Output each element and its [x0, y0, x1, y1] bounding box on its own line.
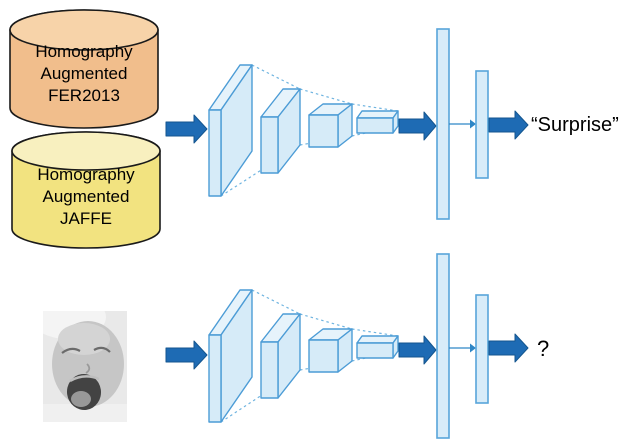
- dataset-cylinder-jaffe: Homography Augmented JAFFE: [11, 131, 161, 249]
- right-arrow-icon: [165, 340, 208, 370]
- layer-front-face: [260, 341, 279, 399]
- right-arrow-icon: [488, 333, 529, 363]
- baby-clothes: [43, 404, 127, 422]
- layer-top-face: [356, 335, 399, 344]
- cnn-layers-inference: [208, 289, 399, 423]
- thin-arrow-head-icon: [470, 119, 476, 129]
- fc-thin-arrow: [449, 343, 476, 353]
- funnel-dotted-line: [351, 103, 399, 112]
- conv-layer-2: [260, 88, 301, 174]
- fc-thin-arrow: [449, 119, 476, 129]
- layer-top-face: [356, 110, 399, 119]
- dataset-label-line: Augmented: [43, 187, 130, 206]
- conv-layer-3: [308, 103, 353, 148]
- layer-front-face: [356, 342, 394, 359]
- baby-eye-closed-left: [61, 347, 81, 354]
- cnn-layers-training: [208, 64, 399, 197]
- baby-forehead: [58, 323, 110, 355]
- baby-upper-lip: [69, 375, 100, 383]
- right-arrow-icon: [165, 114, 208, 144]
- thin-arrow-head-icon: [470, 343, 476, 353]
- right-arrow-icon: [398, 335, 437, 365]
- inference-output-label: ?: [537, 336, 549, 361]
- right-arrow-icon: [398, 111, 437, 141]
- conv-layer-2: [260, 313, 301, 399]
- layer-front-face: [208, 334, 222, 423]
- dataset-label-line: Augmented: [41, 64, 128, 83]
- conv-layer-4: [356, 335, 399, 359]
- fc-layer-1: [436, 253, 450, 439]
- conv-layer-1: [208, 64, 253, 197]
- cylinder-top: [9, 9, 159, 51]
- dataset-label-line: FER2013: [48, 86, 120, 105]
- fc-layer-2: [475, 294, 489, 404]
- funnel-dotted-line: [251, 64, 301, 90]
- baby-eye-closed-right: [93, 346, 111, 353]
- conv-layer-4: [356, 110, 399, 134]
- fc-layer-2: [475, 70, 489, 179]
- conv-layer-3: [308, 328, 353, 373]
- dataset-label-line: JAFFE: [60, 209, 112, 228]
- fc-layer-1: [436, 28, 450, 220]
- training-output-label: “Surprise”: [531, 114, 619, 136]
- baby-face-image: [43, 311, 127, 422]
- funnel-dotted-line: [251, 289, 301, 315]
- funnel-dotted-line: [351, 328, 399, 337]
- layer-front-face: [308, 339, 339, 373]
- layer-front-face: [260, 116, 279, 174]
- baby-tongue: [71, 391, 91, 407]
- right-arrow-icon: [488, 110, 529, 140]
- conv-layer-1: [208, 289, 253, 423]
- dataset-label-line: Homography: [37, 165, 135, 184]
- layer-front-face: [208, 109, 222, 197]
- funnel-dotted-line: [299, 313, 353, 330]
- dataset-label-line: Homography: [35, 42, 133, 61]
- dataset-cylinder-fer2013: Homography Augmented FER2013: [9, 9, 159, 129]
- cylinder-top: [11, 131, 161, 171]
- layer-front-face: [356, 117, 394, 134]
- funnel-dotted-line: [299, 88, 353, 105]
- layer-front-face: [308, 114, 339, 148]
- baby-nose: [85, 363, 91, 374]
